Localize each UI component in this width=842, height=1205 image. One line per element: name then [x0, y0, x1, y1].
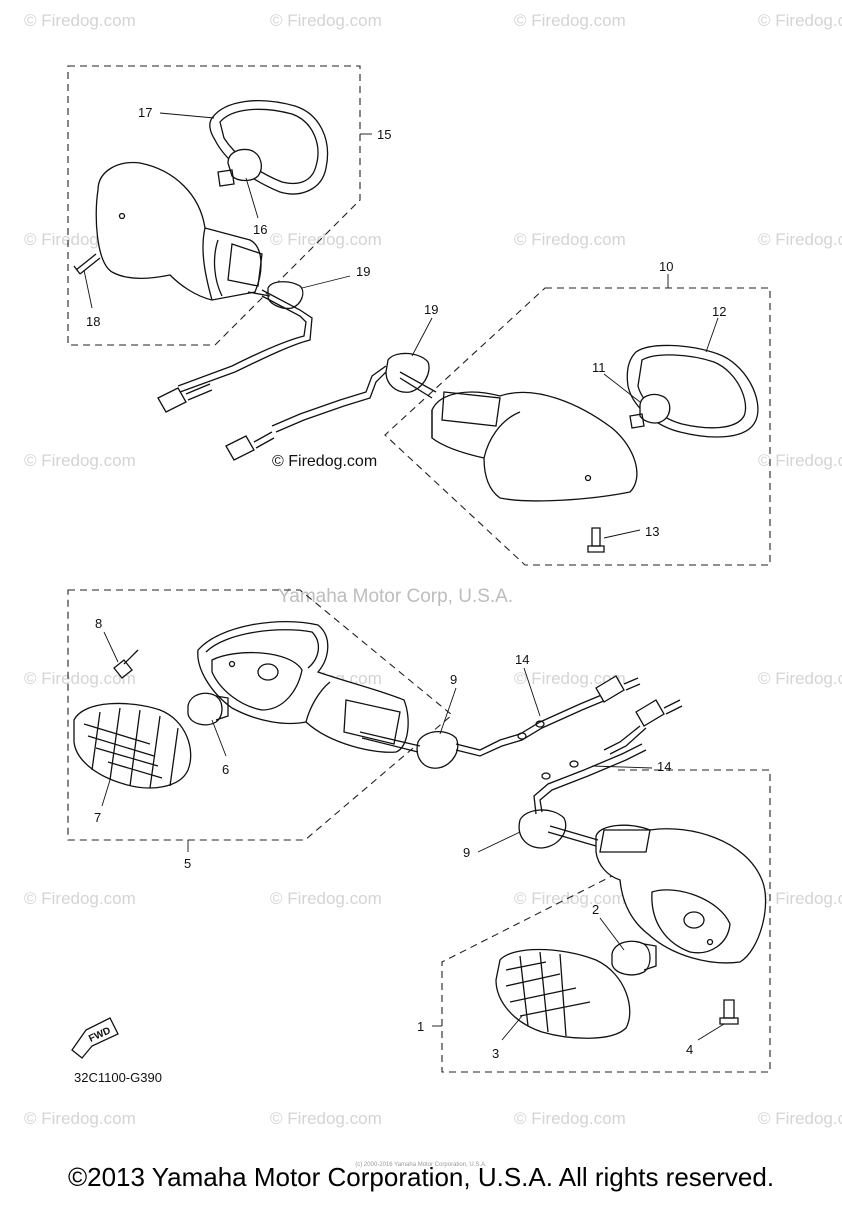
- callout-label: 19: [424, 302, 438, 317]
- watermark: © Firedog.com: [270, 230, 382, 249]
- callout-label: 16: [253, 222, 267, 237]
- copyright-footer: ©2013 Yamaha Motor Corporation, U.S.A. A…: [67, 1162, 775, 1192]
- watermark: © Firedog.com: [514, 11, 626, 30]
- callout-label: 1: [417, 1019, 424, 1034]
- watermark: © Firedog.com: [270, 11, 382, 30]
- watermark: © Firedog.com: [758, 230, 842, 249]
- watermark: © Firedog.com: [514, 1109, 626, 1128]
- callout-label: 7: [94, 810, 101, 825]
- watermark: © Firedog.com: [24, 451, 136, 470]
- watermark: © Firedog.com: [514, 669, 626, 688]
- watermark: © Firedog.com: [514, 230, 626, 249]
- callout-label: 2: [592, 902, 599, 917]
- callout-label: 10: [659, 259, 673, 274]
- center-watermark: © Firedog.com: [272, 453, 377, 470]
- callout-label: 17: [138, 105, 152, 120]
- forward-arrow-icon: FWD: [71, 1017, 119, 1059]
- callout-label: 4: [686, 1042, 693, 1057]
- watermark: © Firedog.com: [758, 669, 842, 688]
- assembly-10: [225, 287, 771, 566]
- watermark: © Firedog.com: [24, 11, 136, 30]
- watermark: © Firedog.com: [270, 1109, 382, 1128]
- watermark: © Firedog.com: [758, 889, 842, 908]
- assembly-15: [67, 65, 361, 413]
- callout-label: 9: [463, 845, 470, 860]
- watermark: © Firedog.com: [24, 669, 136, 688]
- callout-label: 6: [222, 762, 229, 777]
- callout-label: 14: [515, 652, 529, 667]
- callout-label: 15: [377, 127, 391, 142]
- manufacturer-watermark: Yamaha Motor Corp, U.S.A.: [278, 586, 513, 607]
- diagram-code: 32C1100-G390: [74, 1070, 162, 1085]
- watermark: © Firedog.com: [758, 1109, 842, 1128]
- callout-label: 14: [657, 759, 671, 774]
- watermark: © Firedog.com: [24, 1109, 136, 1128]
- watermark: © Firedog.com: [758, 451, 842, 470]
- watermark: © Firedog.com: [270, 889, 382, 908]
- watermark: © Firedog.com: [514, 889, 626, 908]
- callout-label: 9: [450, 672, 457, 687]
- fine-print: (c) 2000-2016 Yamaha Motor Corporation, …: [355, 1162, 487, 1168]
- watermark: © Firedog.com: [24, 889, 136, 908]
- assembly-5: [67, 589, 641, 841]
- watermark-grid: © Firedog.com © Firedog.com © Firedog.co…: [24, 11, 842, 1128]
- callout-label: 19: [356, 264, 370, 279]
- assembly-1: [441, 699, 771, 1073]
- callout-label: 3: [492, 1046, 499, 1061]
- callout-label: 18: [86, 314, 100, 329]
- callout-label: 5: [184, 856, 191, 871]
- callout-label: 8: [95, 616, 102, 631]
- callout-label: 13: [645, 524, 659, 539]
- watermark: © Firedog.com: [758, 11, 842, 30]
- callout-label: 11: [592, 360, 606, 375]
- callout-label: 12: [712, 304, 726, 319]
